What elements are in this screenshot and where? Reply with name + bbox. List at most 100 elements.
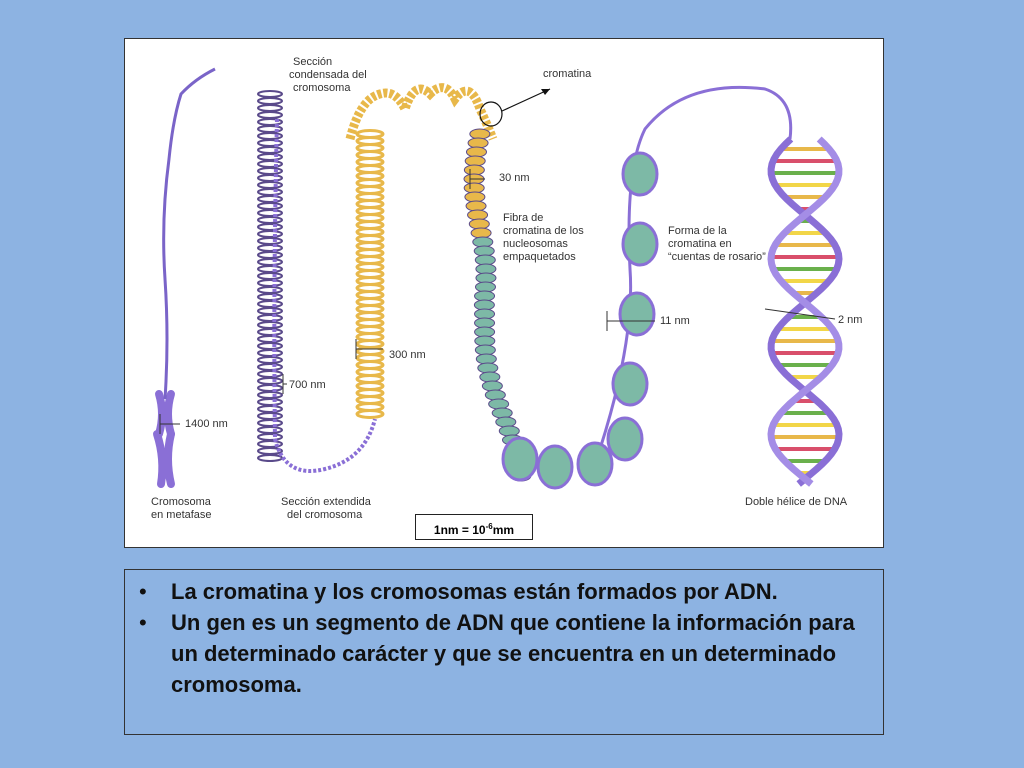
fiber-nucleosome [468,218,490,230]
chromatin-arrowhead [541,89,550,95]
measure-700nm [282,374,287,394]
condensed-loop [257,111,283,119]
condensed-section [257,90,283,462]
nucleosome-bead [606,416,644,462]
fiber-nucleosome [479,371,501,383]
text-box: • La cromatina y los cromosomas están fo… [124,569,884,735]
beads-on-string [598,85,793,450]
fiber-nucleosome [463,164,485,176]
nucleosome-bead [536,444,574,490]
condensed-loop [257,181,283,189]
condensed-loop [257,251,283,259]
condensed-loop [257,216,283,224]
condensed-loop [257,342,283,350]
bullet-marker: • [139,579,147,604]
chromatin-arrow [501,88,551,112]
nucleosome-bead [611,361,649,407]
diagram-drawing: cromatina Sección condensada del cromoso… [151,56,862,521]
label-1400nm: 1400 nm [185,418,228,430]
bullet-text-2: Un gen es un segmento de ADN que contien… [171,610,855,697]
label-doble-helice: Doble hélice de DNA [745,496,848,508]
condensed-loop [257,104,283,112]
bullet-marker: • [139,610,147,635]
nucleosome-bead [576,441,614,487]
condensed-loop [257,433,283,441]
condensed-loop [257,153,283,161]
condensed-loop [257,286,283,294]
fiber-nucleosome [474,344,496,356]
fiber-nucleosome [475,353,497,365]
coil-loop [355,409,385,419]
condensed-loop [257,237,283,245]
label-seccion-condensada: Sección condensada del cromosoma [289,56,370,94]
fiber-nucleosome [475,272,497,284]
nucleosome-bead [501,436,539,482]
measure-11nm [606,311,655,331]
condensed-loop [257,384,283,392]
label-700nm: 700 nm [289,379,326,391]
condensed-loop [257,265,283,273]
condensed-loop [257,307,283,315]
chromatin-top-loop [345,83,498,141]
condensed-loop [257,377,283,385]
fiber-nucleosome [473,245,495,257]
fiber-nucleosome [464,155,486,167]
helix-strand [767,136,843,487]
fiber-nucleosome [474,335,496,347]
scale-legend: 1nm = 10-6mm [415,514,533,540]
fiber-nucleosome [491,407,513,419]
condensed-loop [257,97,283,105]
label-seccion-extendida: Sección extendida del cromosoma [281,496,374,521]
label-11nm: 11 nm [660,315,690,327]
dna-double-helix [767,136,843,487]
fiber-nucleosome [465,200,487,212]
metaphase-chromosome [153,390,175,488]
condensed-loop [257,293,283,301]
fiber-nucleosome [488,398,510,410]
label-2nm: 2 nm [838,314,862,326]
fiber-nucleosome [467,137,489,149]
condensed-loop [257,188,283,196]
condensed-loop [257,230,283,238]
condensed-loop [257,90,283,98]
condensed-loop [257,328,283,336]
condensed-loop [257,167,283,175]
chromatin-highlight-circle [479,101,503,127]
fiber-nucleosome [472,236,494,248]
condensed-loop [257,363,283,371]
bullet-item-2: • Un gen es un segmento de ADN que conti… [139,607,869,700]
condensed-loop [257,370,283,378]
fiber-nucleosome [477,362,499,374]
condensed-loop [257,349,283,357]
condensed-loop [257,146,283,154]
condensed-loop [257,426,283,434]
condensed-loop [257,398,283,406]
measure-2nm [764,308,836,320]
condensed-loop [257,454,283,462]
fiber-nucleosome [474,290,496,302]
measure-30nm [469,169,485,189]
label-300nm: 300 nm [389,349,426,361]
fiber-nucleosome [474,326,496,338]
fiber-nucleosome [474,308,496,320]
fiber-nucleosome [463,182,485,194]
label-forma: Forma de la cromatina en “cuentas de ros… [668,225,766,263]
fiber-nucleosome [475,263,497,275]
label-cromatina: cromatina [543,68,592,80]
condensed-loop [257,160,283,168]
condensed-loop [257,279,283,287]
bullet-text-1: La cromatina y los cromosomas están form… [171,579,778,604]
fiber-nucleosome [474,317,496,329]
condensed-loop [257,174,283,182]
condensed-loop [257,314,283,322]
chromatin-coil-300nm [355,129,385,419]
fiber-nucleosome [498,425,520,437]
label-fibra: Fibra de cromatina de los nucleosomas em… [503,212,587,263]
measure-1400nm [159,414,180,434]
condensed-loop [257,202,283,210]
condensed-loop [257,405,283,413]
condensed-loop [257,223,283,231]
fiber-nucleosome [465,146,487,158]
nucleosome-bead [621,221,659,267]
condensed-loop [257,335,283,343]
